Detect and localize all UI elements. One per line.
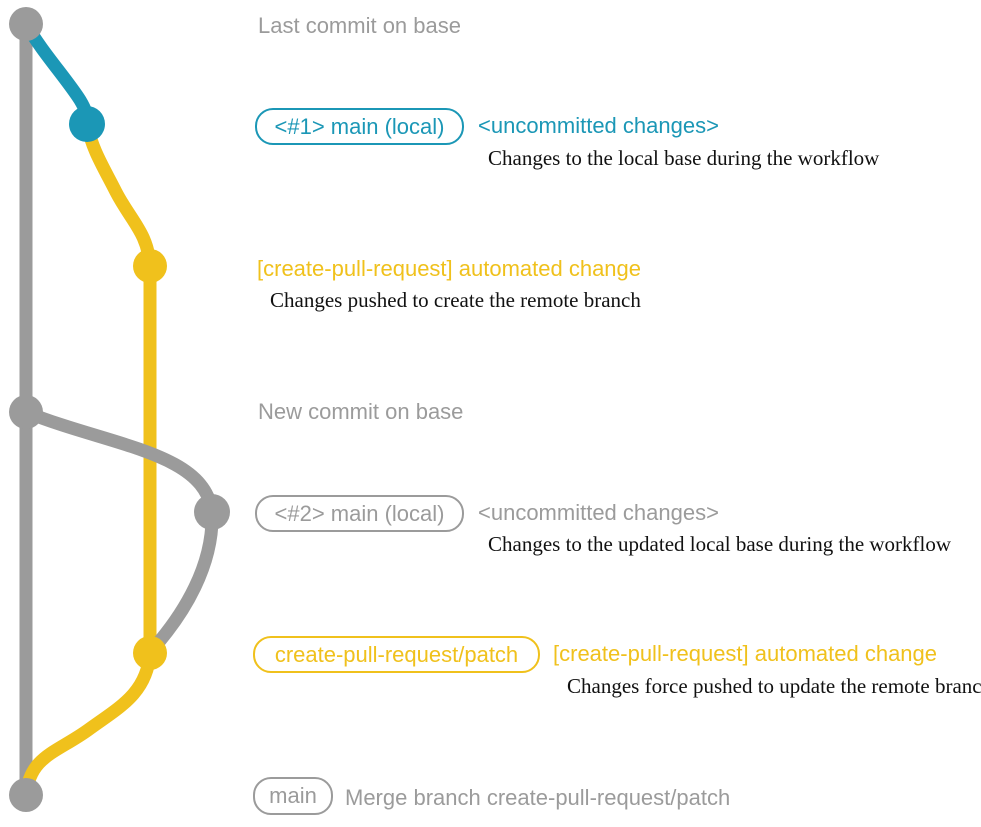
commit-node-automated-1 xyxy=(133,249,167,283)
commit-node-last-base xyxy=(9,7,43,41)
commit-message-automated-2: [create-pull-request] automated change xyxy=(553,641,938,666)
patch-branch-segment-1 xyxy=(80,117,157,660)
branch-tag-main-local-1-label: <#1> main (local) xyxy=(274,113,445,139)
commit-message-merge: Merge branch create-pull-request/patch xyxy=(345,785,731,810)
commit-node-new-base xyxy=(9,395,43,429)
local-main-rebase-segment xyxy=(145,505,219,657)
branch-tag-create-pull-request-patch: create-pull-request/patch xyxy=(253,636,540,673)
branch-tag-create-pull-request-patch-label: create-pull-request/patch xyxy=(274,641,519,667)
description-force-pushed-update-branch: Changes force pushed to update the remot… xyxy=(567,674,981,698)
commit-message-automated-1: [create-pull-request] automated change xyxy=(257,256,642,281)
annotation-new-commit-on-base: New commit on base xyxy=(258,399,464,424)
annotation-last-commit-on-base: Last commit on base xyxy=(258,13,461,38)
commit-node-merge xyxy=(9,778,43,812)
branch-tag-main-final: main xyxy=(253,777,333,815)
uncommitted-changes-label-2: <uncommitted changes> xyxy=(478,500,719,525)
branch-tag-main-local-2-label: <#2> main (local) xyxy=(274,500,445,526)
merge-segment xyxy=(19,646,157,802)
branch-tag-main-local-1: <#1> main (local) xyxy=(255,108,464,145)
description-local-base-changes: Changes to the local base during the wor… xyxy=(488,146,880,170)
branch-tag-main-local-2: <#2> main (local) xyxy=(255,495,464,532)
branch-tag-main-final-label: main xyxy=(269,783,317,808)
commit-node-local-main-1 xyxy=(69,106,105,142)
uncommitted-changes-label-1: <uncommitted changes> xyxy=(478,113,719,138)
description-updated-local-base-changes: Changes to the updated local base during… xyxy=(488,532,952,556)
commit-node-local-main-2 xyxy=(194,494,230,530)
local-main-branch-segment-2 xyxy=(19,405,219,519)
commit-node-automated-2 xyxy=(133,636,167,670)
description-pushed-create-branch: Changes pushed to create the remote bran… xyxy=(270,288,641,312)
